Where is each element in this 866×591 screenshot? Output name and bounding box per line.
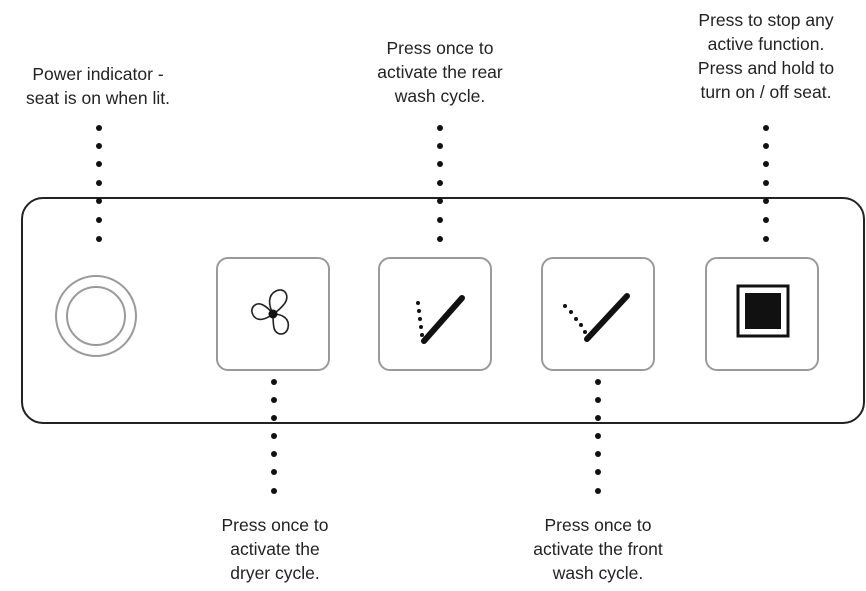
dryer-caption: Press once to activate the dryer cycle. bbox=[221, 515, 329, 583]
rear-wash-icon bbox=[416, 295, 465, 344]
front-wash-caption: Press once to activate the front wash cy… bbox=[533, 515, 663, 583]
rear-wash-button[interactable] bbox=[378, 257, 492, 371]
stop-button[interactable] bbox=[705, 257, 819, 371]
stop-caption: Press to stop any active function. Press… bbox=[697, 10, 835, 102]
power-indicator-icon bbox=[55, 275, 137, 357]
fan-icon bbox=[251, 289, 290, 335]
front-wash-icon bbox=[563, 293, 630, 342]
dryer-button[interactable] bbox=[216, 257, 330, 371]
rear-wash-caption: Press once to activate the rear wash cyc… bbox=[377, 38, 503, 106]
front-wash-button[interactable] bbox=[541, 257, 655, 371]
power-caption: Power indicator - seat is on when lit. bbox=[26, 64, 170, 108]
stop-square-icon bbox=[736, 284, 790, 338]
control-panel bbox=[21, 197, 865, 424]
